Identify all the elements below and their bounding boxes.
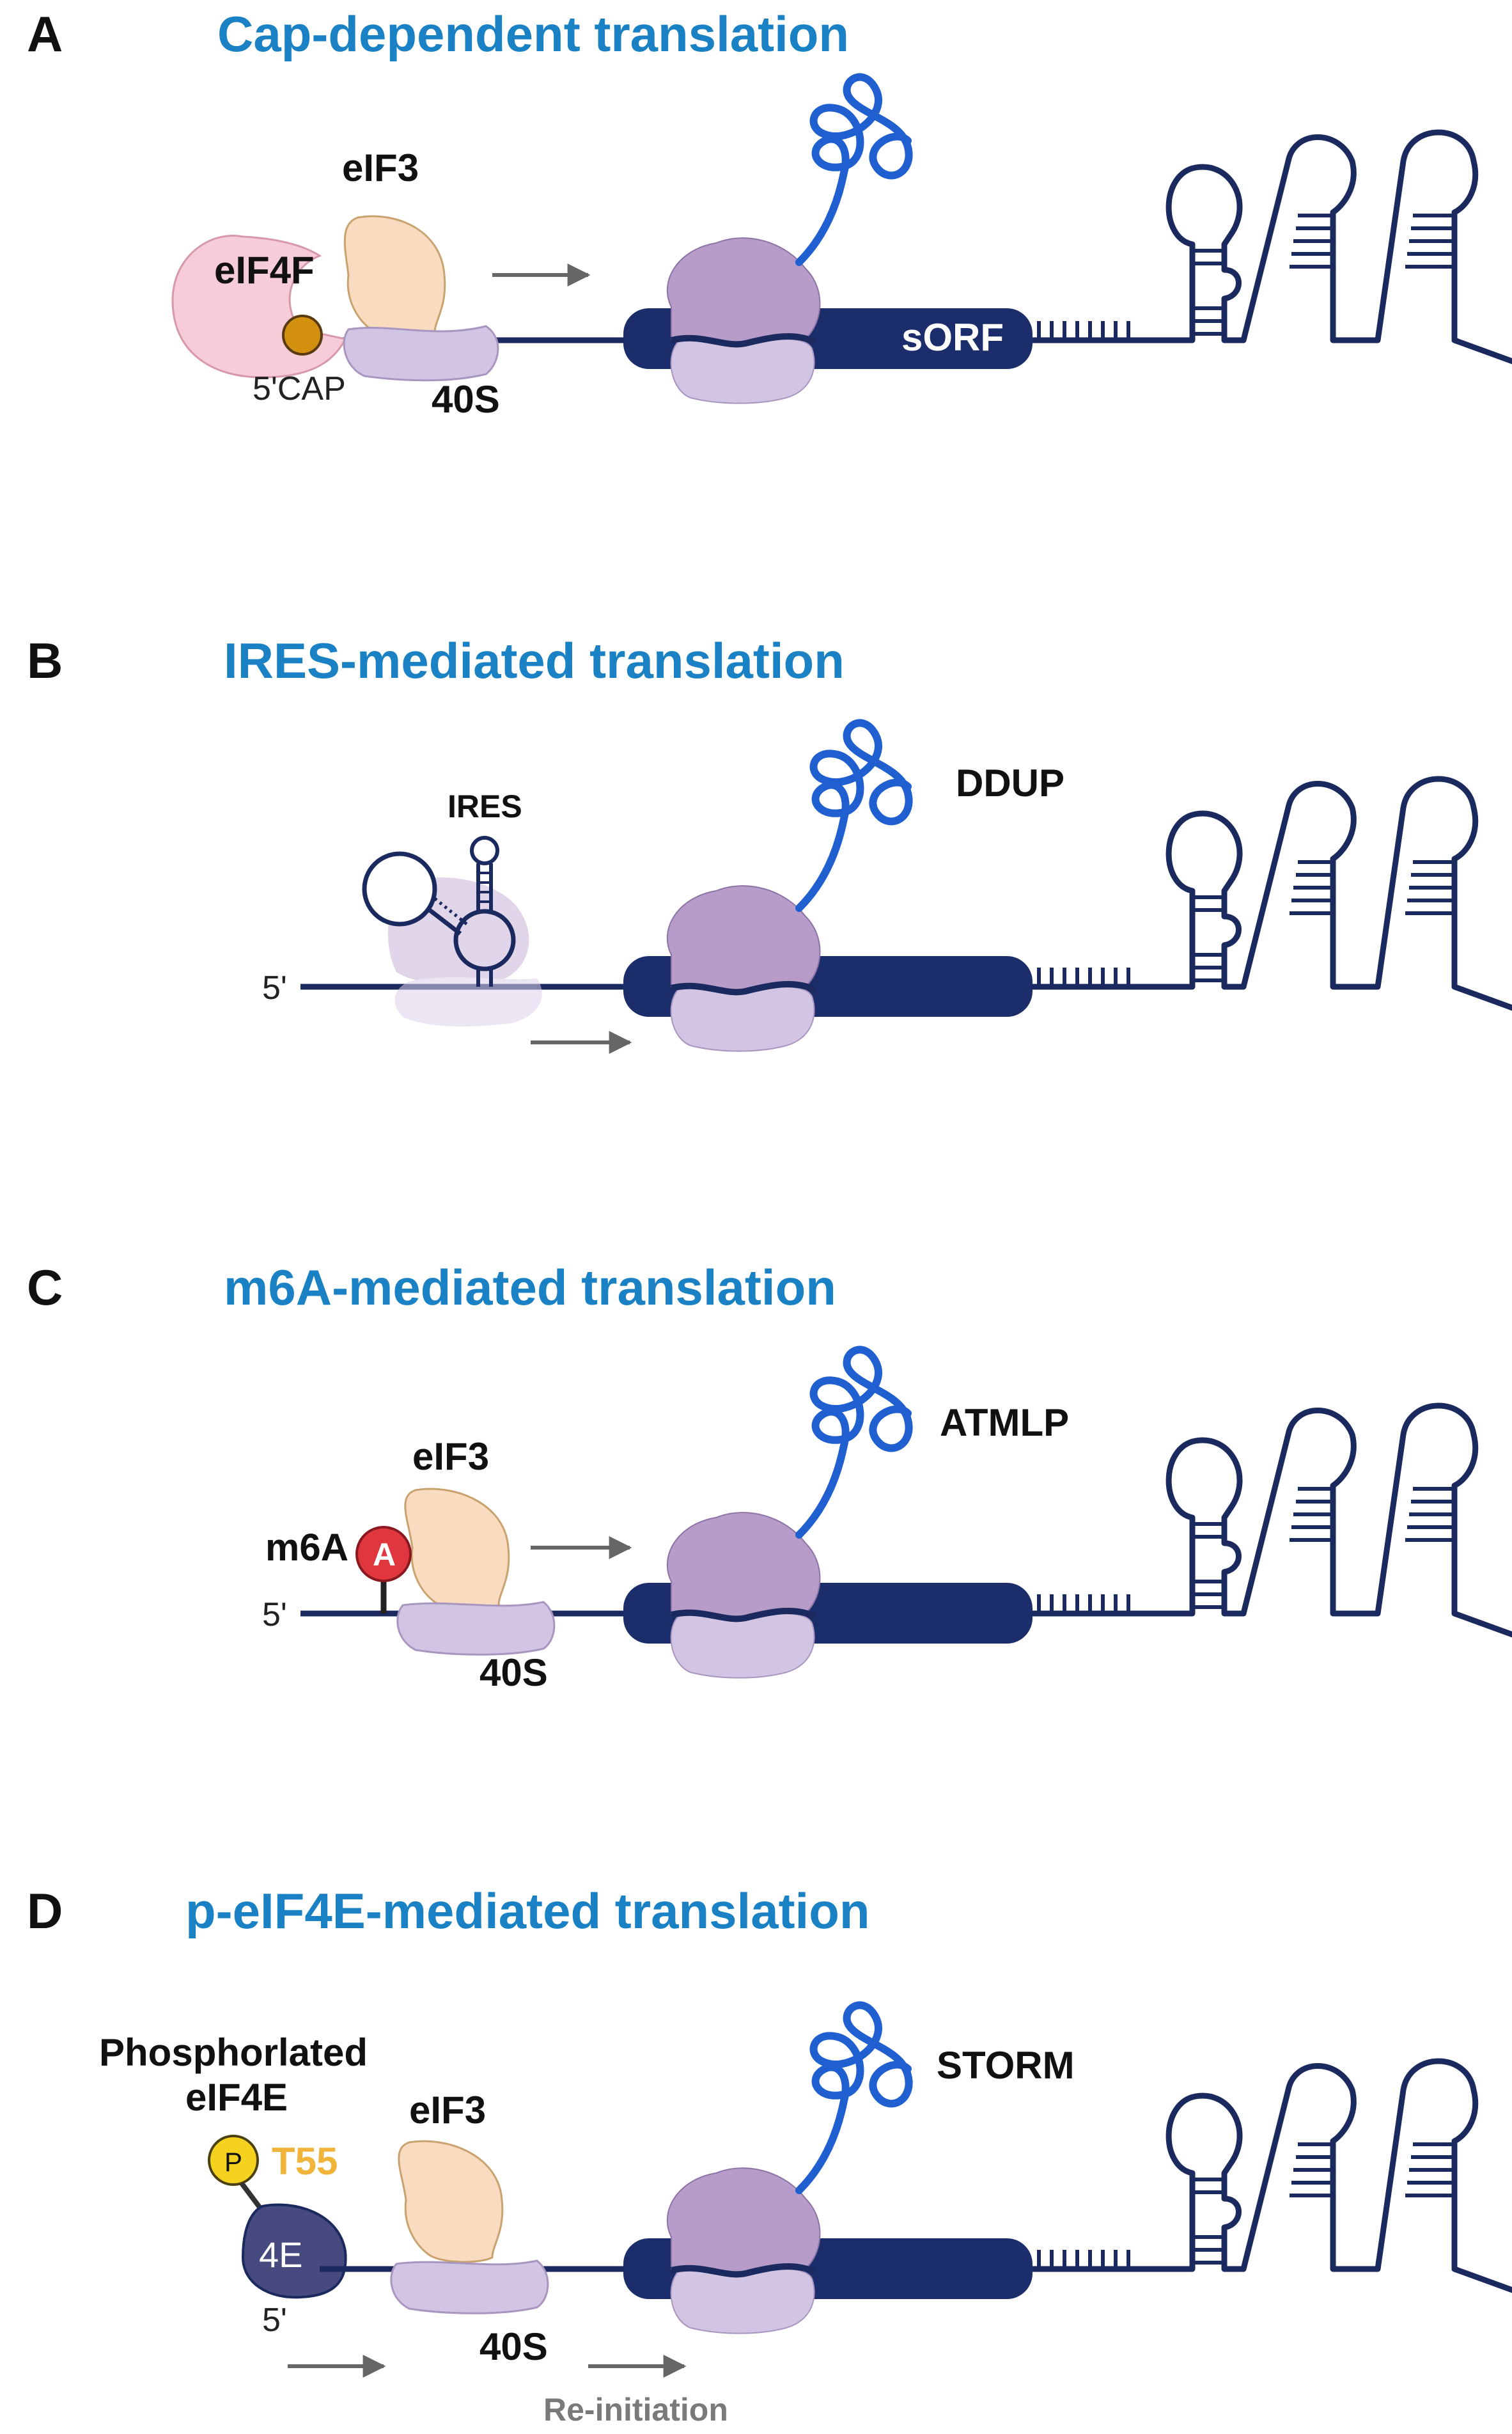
ddup-label: DDUP <box>956 762 1064 805</box>
atmlp-label: ATMLP <box>940 1401 1069 1444</box>
nascent-peptide <box>799 1350 909 1535</box>
nascent-peptide <box>799 77 909 262</box>
panel-a: A Cap-dependent translation eIF4F eIF3 4… <box>27 6 1512 421</box>
reinitiation-label: Re-initiation <box>543 2392 728 2428</box>
panel-c: C m6A-mediated translation 5' eIF3 40S A… <box>27 1259 1512 1694</box>
nascent-peptide <box>799 2006 909 2190</box>
five-prime-label: 5' <box>262 970 287 1007</box>
eif3-label: eIF3 <box>409 2089 486 2132</box>
panel-d: D p-eIF4E-mediated translation Phosphorl… <box>27 1883 1512 2428</box>
panel-letter-a: A <box>27 6 63 62</box>
40s-subunit <box>343 325 499 382</box>
t55-label: T55 <box>272 2140 338 2183</box>
panel-letter-d: D <box>27 1883 63 1939</box>
panel-letter-c: C <box>27 1259 63 1315</box>
eif4e-label: 4E <box>259 2234 303 2275</box>
panel-letter-b: B <box>27 632 63 689</box>
3-utr-stem-loops <box>1033 779 1512 1012</box>
5-cap-label: 5'CAP <box>253 370 346 407</box>
phospho-label-line1: Phosphorlated <box>99 2031 368 2074</box>
5-cap-icon <box>282 315 323 356</box>
eif3-shape <box>343 215 446 338</box>
3-utr-stem-loops <box>1033 132 1512 366</box>
panel-c-title: m6A-mediated translation <box>224 1259 836 1315</box>
3-utr-stem-loops <box>1033 2061 1512 2295</box>
eif4e-shape <box>241 2203 347 2299</box>
eif4f-label: eIF4F <box>214 249 315 292</box>
five-prime-label: 5' <box>262 1596 287 1633</box>
phosphate-letter: P <box>224 2147 242 2177</box>
m6a-base-letter: A <box>373 1537 396 1573</box>
storm-label: STORM <box>937 2044 1075 2087</box>
m6a-base-icon <box>355 1526 412 1582</box>
sorf-label: sORF <box>901 316 1004 359</box>
phospho-label-line2: eIF4E <box>185 2076 288 2119</box>
panel-b: B IRES-mediated translation 5' IRES <box>27 632 1512 1051</box>
40s-subunit <box>396 1601 556 1656</box>
nascent-peptide <box>799 723 909 908</box>
five-prime-label: 5' <box>262 2302 287 2339</box>
ires-label: IRES <box>448 789 522 824</box>
eif3-label: eIF3 <box>412 1435 489 1478</box>
eif3-shape <box>404 1488 510 1611</box>
40s-label: 40S <box>432 378 500 421</box>
ires-structure <box>362 836 516 987</box>
eif3-shape <box>398 2140 504 2263</box>
panel-a-title: Cap-dependent translation <box>217 6 849 62</box>
m6a-label: m6A <box>265 1526 348 1569</box>
3-utr-stem-loops <box>1033 1406 1512 1639</box>
panel-b-title: IRES-mediated translation <box>224 632 845 689</box>
40s-subunit <box>390 2259 549 2314</box>
40s-label: 40S <box>479 1651 548 1694</box>
panel-d-title: p-eIF4E-mediated translation <box>185 1883 870 1939</box>
40s-label: 40S <box>479 2325 548 2368</box>
eif3-label: eIF3 <box>342 146 419 189</box>
phosphate-icon <box>208 2135 259 2186</box>
